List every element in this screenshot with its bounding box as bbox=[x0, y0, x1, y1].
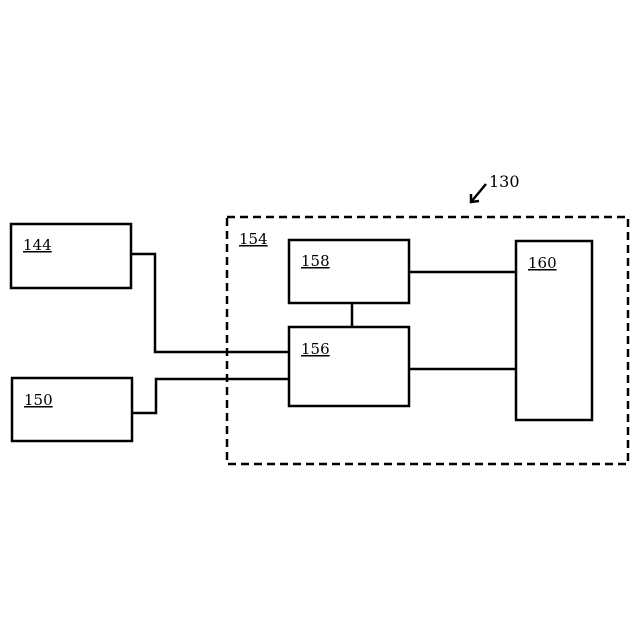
block-label-160: 160 bbox=[528, 254, 557, 272]
group-label-154: 154 bbox=[239, 230, 268, 248]
block-label-150: 150 bbox=[24, 391, 53, 409]
block-144 bbox=[11, 224, 131, 288]
block-150 bbox=[12, 378, 132, 441]
reference-label-130: 130 bbox=[489, 172, 520, 191]
block-label-158: 158 bbox=[301, 252, 330, 270]
reference-arrow-icon bbox=[471, 184, 486, 202]
block-156 bbox=[289, 327, 409, 406]
block-158 bbox=[289, 240, 409, 303]
connector-150-to-156 bbox=[132, 379, 289, 413]
block-label-144: 144 bbox=[23, 236, 52, 254]
connector-144-to-156 bbox=[131, 254, 289, 352]
block-label-156: 156 bbox=[301, 340, 330, 358]
